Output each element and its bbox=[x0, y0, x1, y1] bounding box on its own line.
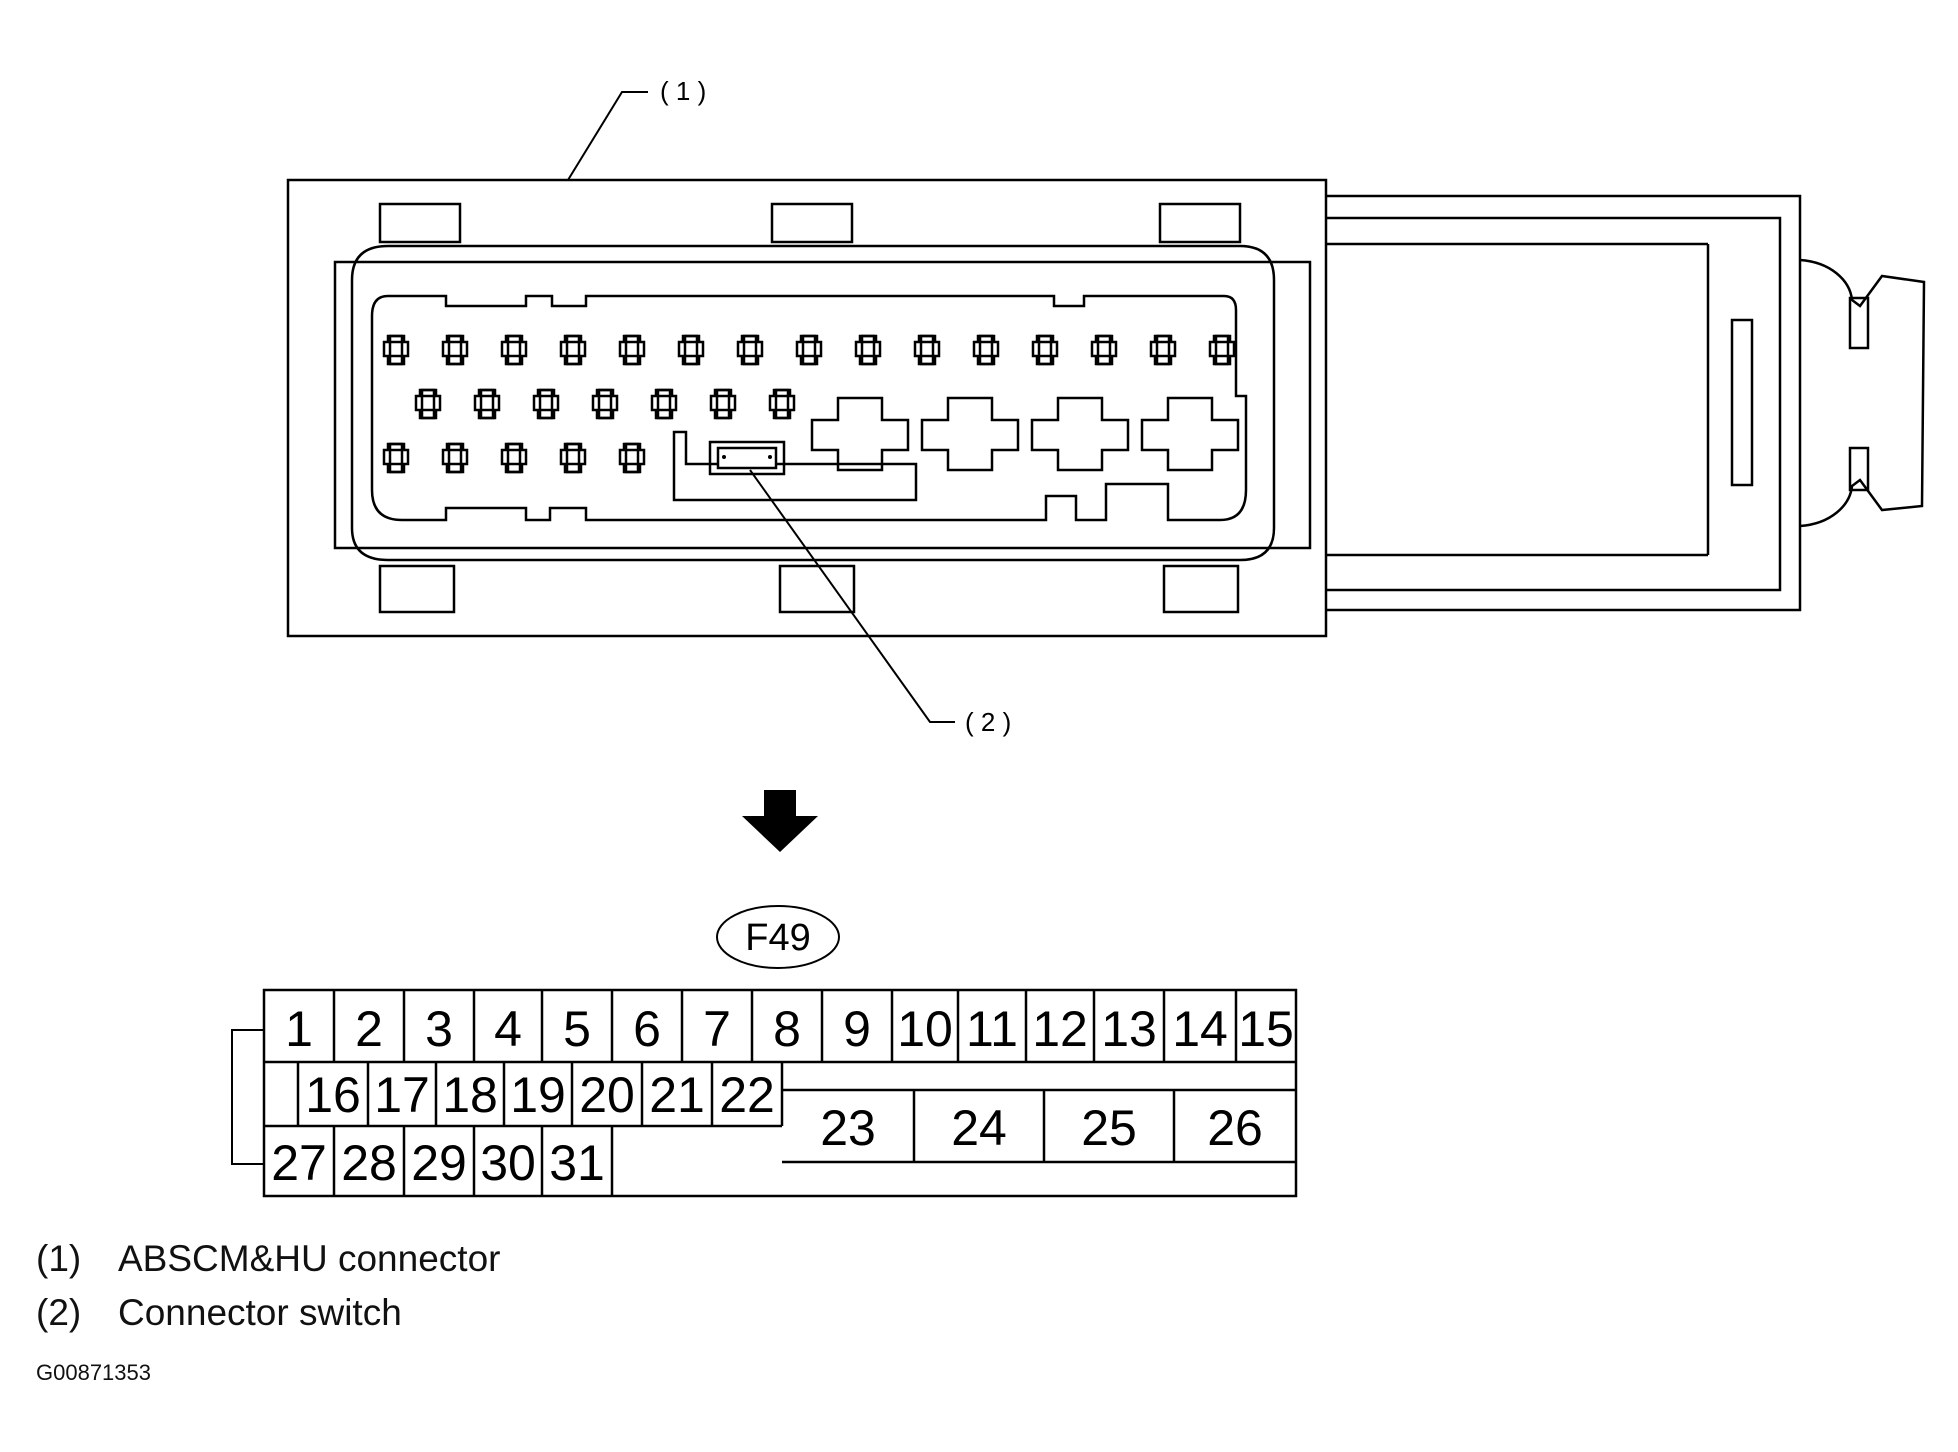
legend-num-2: (2) bbox=[36, 1292, 82, 1333]
callout-2: ( 2 ) bbox=[749, 469, 1011, 737]
pin-1: 1 bbox=[285, 1001, 313, 1057]
pin-12: 12 bbox=[1032, 1001, 1088, 1057]
connector-id-badge: F49 bbox=[716, 905, 840, 969]
legend-num-1: (1) bbox=[36, 1238, 82, 1279]
pin-19: 19 bbox=[510, 1067, 566, 1123]
pin-21: 21 bbox=[649, 1067, 705, 1123]
pin-18: 18 bbox=[442, 1067, 498, 1123]
pin-3: 3 bbox=[425, 1001, 453, 1057]
pin-22: 22 bbox=[719, 1067, 775, 1123]
legend-text-2: Connector switch bbox=[118, 1292, 402, 1333]
down-arrow-icon bbox=[742, 790, 818, 852]
pin-10: 10 bbox=[897, 1001, 953, 1057]
legend-item-1: (1) ABSCM&HU connector bbox=[36, 1238, 500, 1280]
pin-23: 23 bbox=[820, 1100, 876, 1156]
pin-6: 6 bbox=[633, 1001, 661, 1057]
pin-13: 13 bbox=[1101, 1001, 1157, 1057]
callout-1-label: ( 1 ) bbox=[660, 76, 706, 106]
pin-29: 29 bbox=[411, 1135, 467, 1191]
figure-id: G00871353 bbox=[36, 1360, 151, 1385]
pin-30: 30 bbox=[480, 1135, 536, 1191]
pin-25: 25 bbox=[1081, 1100, 1137, 1156]
callout-1: ( 1 ) bbox=[567, 76, 706, 181]
pin-5: 5 bbox=[563, 1001, 591, 1057]
connector-body bbox=[286, 178, 1926, 638]
pin-11: 11 bbox=[966, 1001, 1018, 1057]
legend-item-2: (2) Connector switch bbox=[36, 1292, 402, 1334]
pin-15: 15 bbox=[1238, 1001, 1294, 1057]
callout-2-label: ( 2 ) bbox=[965, 707, 1011, 737]
pin-27: 27 bbox=[271, 1135, 327, 1191]
pin-28: 28 bbox=[341, 1135, 397, 1191]
pin-8: 8 bbox=[773, 1001, 801, 1057]
pin-9: 9 bbox=[843, 1001, 871, 1057]
legend-text-1: ABSCM&HU connector bbox=[118, 1238, 501, 1279]
pin-7: 7 bbox=[703, 1001, 731, 1057]
pin-16: 16 bbox=[305, 1067, 361, 1123]
pin-24: 24 bbox=[951, 1100, 1007, 1156]
pin-26: 26 bbox=[1207, 1100, 1263, 1156]
pin-4: 4 bbox=[494, 1001, 522, 1057]
pin-17: 17 bbox=[374, 1067, 430, 1123]
pin-31: 31 bbox=[549, 1135, 605, 1191]
pin-2: 2 bbox=[355, 1001, 383, 1057]
pin-20: 20 bbox=[579, 1067, 635, 1123]
pin-14: 14 bbox=[1172, 1001, 1228, 1057]
connector-id-label: F49 bbox=[745, 917, 810, 959]
